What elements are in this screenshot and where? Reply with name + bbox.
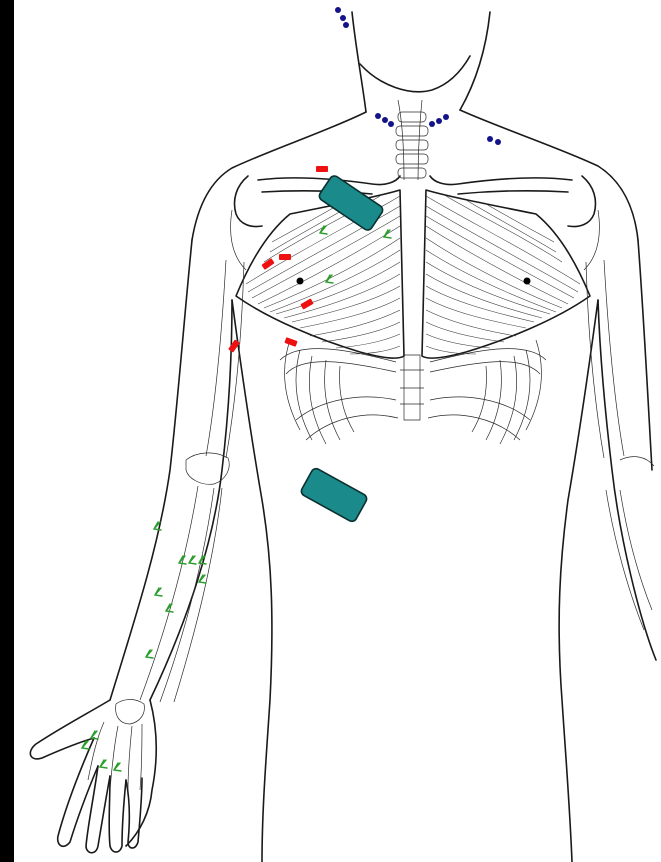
blue-dot [382,117,388,123]
cervical-spine [396,112,428,178]
body-outline [110,12,656,862]
green-arrow-icon [114,763,121,771]
red-mark [284,337,297,347]
green-arrow-icon [199,575,206,583]
left-hand [30,700,156,853]
nipple-dot-right [524,278,531,285]
electrode-pad-upper [317,174,384,232]
green-arrow-icon [166,604,173,612]
green-arrow-icon [189,556,196,564]
electrode-pad-lower [300,467,369,523]
blue-dot [487,136,493,142]
green-arrow-icon [179,556,186,564]
red-mark [279,254,291,260]
left-humerus [186,260,244,484]
blue-dot [335,7,341,13]
green-arrow-icon [100,760,107,768]
nipple-dot-left [297,278,304,285]
ribcage-left [280,340,398,444]
red-mark [316,166,328,172]
left-forearm-bones [140,486,222,702]
blue-dot [343,22,349,28]
green-arrow-icon [326,275,333,283]
green-arrow-icon [155,588,162,596]
red-trigger-markers [228,166,328,353]
blue-dot [388,121,394,127]
blue-dot [436,118,442,124]
ribcage-right [428,340,546,444]
blue-dot [340,15,346,21]
blue-dot [429,121,435,127]
pectoralis-major-right [422,190,590,358]
blue-dot [375,113,381,119]
sternum-xiphoid [400,355,424,420]
red-mark [300,298,313,309]
green-arrow-icon [91,731,98,739]
blue-dot [495,139,501,145]
green-arrow-icon [320,226,327,234]
blue-dot [443,114,449,120]
green-arrow-icon [146,650,153,658]
